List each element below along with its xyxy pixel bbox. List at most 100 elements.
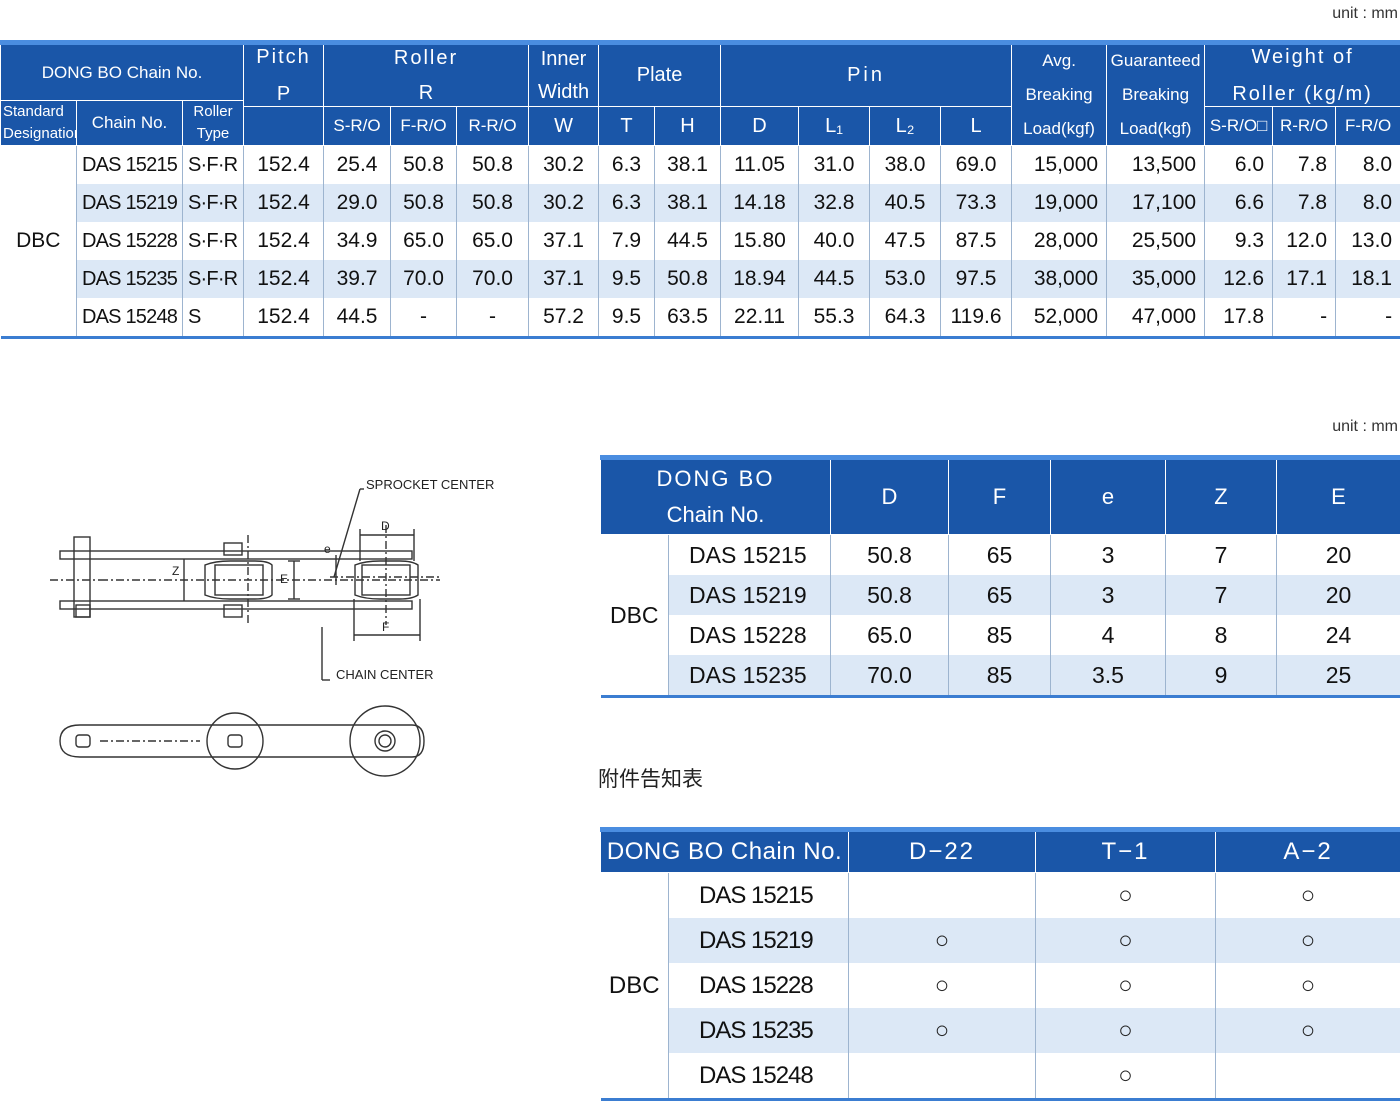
attachment-mark (848, 1053, 1037, 1100)
table-cell: 64.3 (869, 298, 942, 338)
table-cell: 17.1 (1272, 260, 1337, 298)
table-cell: 24 (1276, 615, 1400, 655)
table-cell: 73.3 (940, 184, 1013, 222)
attachment-mark: ○ (1035, 1053, 1217, 1100)
table-cell: 65.0 (456, 222, 530, 260)
table-cell: 37.1 (528, 260, 600, 298)
attachment-mark: ○ (1215, 918, 1400, 963)
table-cell: 70.0 (390, 260, 458, 298)
att-header-chain-no: DONG BO Chain No. (599, 829, 850, 873)
header-pin: Pin (720, 41, 1013, 108)
table-cell: 29.0 (323, 184, 392, 222)
table-cell: 44.5 (323, 298, 392, 338)
table-cell: DAS 15215 (76, 145, 183, 184)
table-cell: 28,000 (1011, 222, 1108, 260)
table-cell: 87.5 (940, 222, 1013, 260)
header-w-sro: S-R/O□ (1204, 106, 1274, 146)
table-cell: - (1272, 298, 1337, 338)
table-cell: 63.5 (654, 298, 722, 338)
chain-cell: DAS 15248 (668, 1053, 850, 1100)
table-cell: 25 (1276, 655, 1400, 697)
table-cell: S·F·R (182, 222, 245, 260)
table-cell: 8.0 (1335, 184, 1400, 222)
table-cell: 19,000 (1011, 184, 1108, 222)
table-cell: 20 (1276, 534, 1400, 575)
chain-cell: DAS 15228 (668, 963, 850, 1008)
table-cell: 13,500 (1106, 145, 1206, 184)
dim-header-e-small: e (1050, 457, 1166, 535)
att-group-dbc: DBC (600, 872, 669, 1100)
table-cell: 40.5 (869, 184, 942, 222)
header-dongbo-chain-no: DONG BO Chain No. (0, 42, 245, 101)
unit-label-middle: unit : mm (1332, 418, 1398, 435)
table-cell: 85 (948, 655, 1051, 697)
table-cell: 17.8 (1204, 298, 1274, 338)
table-cell: 53.0 (869, 260, 942, 298)
dim-header-f: F (948, 457, 1051, 535)
header-plate: Plate (598, 41, 722, 108)
header-h: H (654, 106, 722, 146)
table-cell: 18.94 (720, 260, 800, 298)
attachment-mark: ○ (1035, 918, 1217, 963)
table-cell: 30.2 (528, 145, 600, 184)
table-cell: 47.5 (869, 222, 942, 260)
dim-header-e-big: E (1276, 457, 1400, 535)
table-cell: 3 (1050, 534, 1166, 575)
table-cell: 18.1 (1335, 260, 1400, 298)
table-cell: 9 (1165, 655, 1277, 697)
header-chain-no: Chain No. (76, 100, 183, 146)
header-l1: L₁ (798, 106, 871, 146)
table-cell: 11.05 (720, 145, 800, 184)
table-cell: 8 (1165, 615, 1277, 655)
attachment-caption: 附件告知表 (598, 768, 703, 791)
table-cell: 38,000 (1011, 260, 1108, 298)
table-cell: 9.5 (598, 298, 656, 338)
table-cell: 47,000 (1106, 298, 1206, 338)
table-cell: 52,000 (1011, 298, 1108, 338)
dim-header-z: Z (1165, 457, 1277, 535)
table-cell: DAS 15235 (76, 260, 183, 298)
table-cell: 9.3 (1204, 222, 1274, 260)
plan-view-link (59, 724, 425, 758)
table-cell: 38.1 (654, 145, 722, 184)
table-row: DAS 15228○○○ (601, 963, 1400, 1008)
table-cell: 119.6 (940, 298, 1013, 338)
table-cell: 12.6 (1204, 260, 1274, 298)
table-cell: 15,000 (1011, 145, 1108, 184)
dim-header-d: D (830, 457, 949, 535)
table-cell: 57.2 (528, 298, 600, 338)
attachment-mark: ○ (848, 963, 1037, 1008)
header-rro: R-R/O (456, 106, 530, 146)
table-cell: 152.4 (243, 145, 325, 184)
dim-e-small-label: e (324, 542, 331, 556)
table-cell: 7.9 (598, 222, 656, 260)
table-cell: 13.0 (1335, 222, 1400, 260)
attachment-mark (1215, 1053, 1400, 1100)
att-header-d22: D−22 (848, 829, 1037, 873)
table-row: DAS 15219○○○ (601, 918, 1400, 963)
attachment-mark: ○ (1035, 872, 1217, 918)
header-l2: L₂ (869, 106, 942, 146)
group-dbc: DBC (0, 145, 77, 338)
table-cell: 38.0 (869, 145, 942, 184)
table-cell: 44.5 (798, 260, 871, 298)
table-cell: - (1335, 298, 1400, 338)
table-cell: 50.8 (456, 184, 530, 222)
table-cell: 38.1 (654, 184, 722, 222)
table-cell: 50.8 (456, 145, 530, 184)
header-w-rro: R-R/O (1272, 106, 1337, 146)
table-cell: 70.0 (830, 655, 949, 697)
table-cell: 31.0 (798, 145, 871, 184)
chain-attachment-diagram: SPROCKET CENTER CHAIN CENTER D F Z e E (50, 477, 494, 777)
header-roller-type: Roller Type (181, 100, 245, 146)
table-cell: 7.8 (1272, 145, 1337, 184)
table-cell: S (182, 298, 245, 338)
table-cell: 39.7 (323, 260, 392, 298)
table-cell: 55.3 (798, 298, 871, 338)
